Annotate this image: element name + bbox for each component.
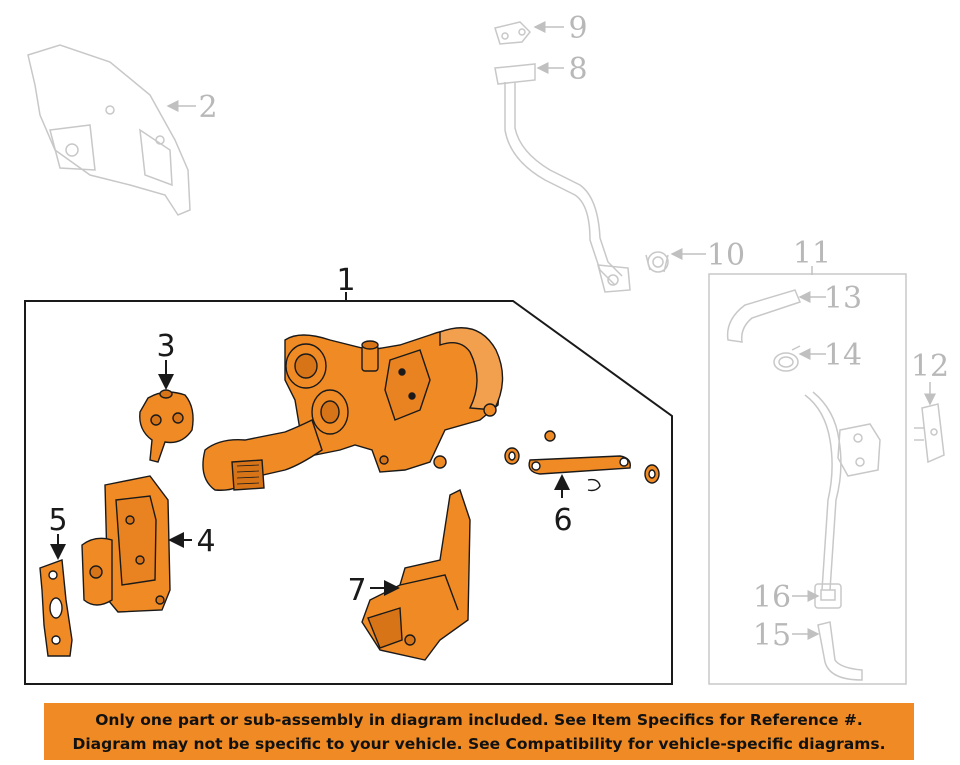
assembly-1-box	[24, 300, 673, 685]
part-12-bracket	[914, 403, 945, 464]
part-3-actuator	[139, 389, 194, 463]
callout-1: 1	[336, 263, 355, 298]
callout-4: 4	[196, 524, 215, 559]
part-16-clip	[814, 583, 842, 609]
part-14-clamp	[773, 345, 801, 372]
callout-3: 3	[156, 329, 175, 364]
assembly-11-box	[708, 273, 907, 685]
disclaimer-banner: Only one part or sub-assembly in diagram…	[44, 703, 914, 760]
callout-13: 13	[824, 281, 862, 316]
part-5-gasket	[39, 559, 73, 657]
callout-9: 9	[568, 11, 587, 46]
part-4-actuator-assembly	[81, 475, 171, 613]
part-15-hose	[817, 621, 863, 681]
callout-2: 2	[198, 90, 217, 125]
callout-12: 12	[911, 349, 949, 384]
callout-5: 5	[48, 503, 67, 538]
turbocharger	[202, 327, 504, 491]
part-11-return-tube	[804, 391, 881, 591]
callout-15: 15	[753, 618, 791, 653]
part-2-heat-shield	[27, 44, 191, 216]
part-6-oil-return	[504, 430, 660, 492]
callout-14: 14	[824, 338, 862, 373]
part-7-heat-shield	[361, 489, 471, 661]
callout-7: 7	[347, 573, 366, 608]
part-9-bracket	[494, 21, 532, 45]
disclaimer-line-2: Diagram may not be specific to your vehi…	[72, 734, 886, 753]
disclaimer-line-1: Only one part or sub-assembly in diagram…	[95, 710, 863, 729]
part-13-hose	[726, 289, 802, 343]
part-8-oil-tube	[494, 63, 631, 293]
callout-8: 8	[568, 52, 587, 87]
callout-11: 11	[793, 236, 831, 271]
part-10-fitting	[645, 251, 669, 273]
callout-16: 16	[753, 580, 791, 615]
callout-10: 10	[707, 238, 745, 273]
callout-6: 6	[553, 503, 572, 538]
